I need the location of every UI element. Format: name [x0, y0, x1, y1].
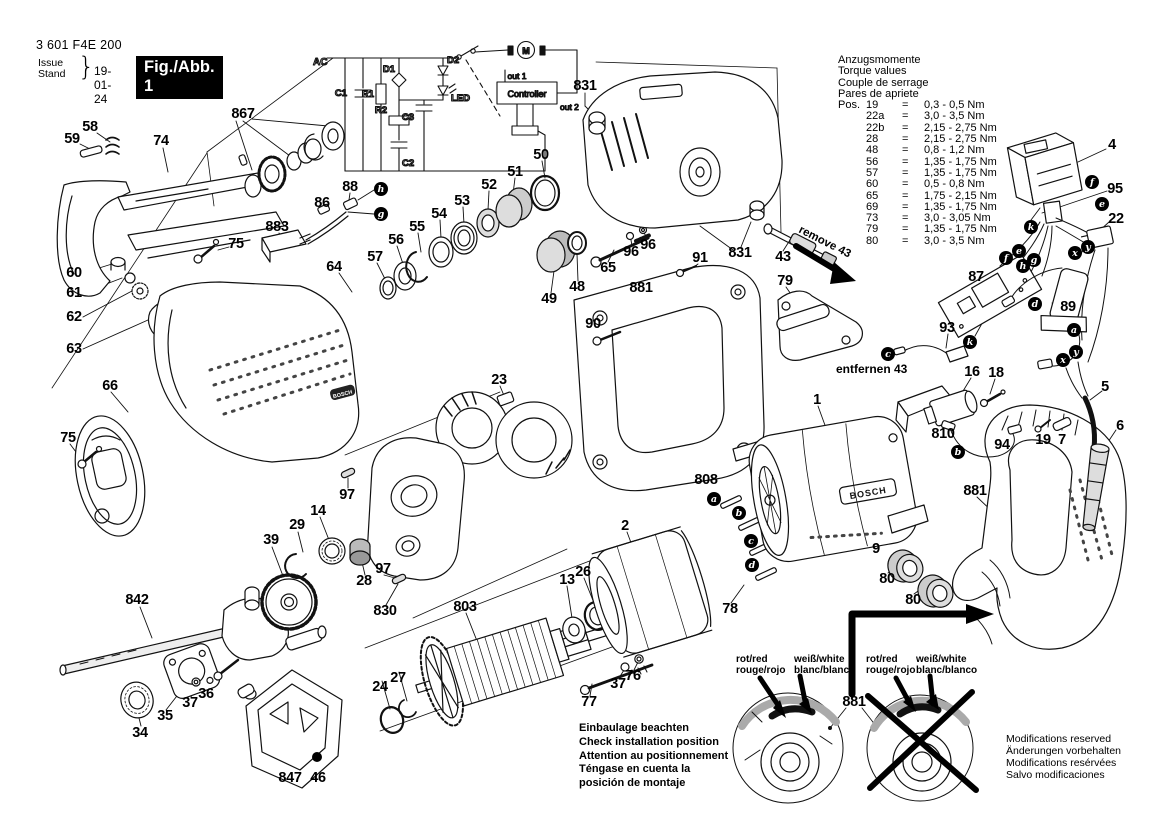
- issue-date: 19-01-24: [94, 64, 112, 106]
- grip-housing-art: BOSCH: [153, 281, 360, 463]
- circuit-controller-label: Controller: [507, 89, 546, 99]
- torque-row: 56=1,35 - 1,75 Nm: [866, 155, 997, 168]
- circuit-ac-label: AC: [313, 57, 327, 68]
- torque-row: 28=2,15 - 2,75 Nm: [866, 133, 997, 146]
- circuit-c3-label: C3: [402, 112, 414, 123]
- cable-883-art: [261, 197, 358, 263]
- circuit-schematic: AC C1 R1 D1 D2 C3 LED R2 C2 out 1 Contro…: [312, 40, 580, 172]
- circuit-c2-label: C2: [402, 158, 414, 169]
- wire-color-label-red: rot/red rouge/rojo: [736, 654, 786, 676]
- torque-row: 69=1,35 - 1,75 Nm: [866, 200, 997, 213]
- shoe-pivot-art: [776, 290, 863, 361]
- torque-row: 48=0,8 - 1,2 Nm: [866, 144, 985, 157]
- rear-handle-art: [951, 404, 1127, 650]
- field-art: [588, 495, 777, 658]
- torque-row: Pos.19=0,3 - 0,5 Nm: [838, 99, 985, 112]
- torque-row: 73=3,0 - 3,05 Nm: [866, 212, 991, 225]
- torque-row: 22a=3,0 - 3,5 Nm: [866, 110, 985, 123]
- torque-row: 79=1,35 - 1,75 Nm: [866, 223, 997, 236]
- torque-title: Anzugsmomente: [838, 54, 921, 66]
- circuit-motor-label: M: [522, 46, 530, 56]
- torque-row: 60=0,5 - 0,8 Nm: [866, 178, 985, 191]
- lower-left-art: [120, 643, 343, 789]
- gear-housing-art: [582, 71, 837, 266]
- note-line: Attention au positionnement: [579, 749, 729, 762]
- inset-correct-art: [732, 673, 844, 804]
- torque-row: 65=1,75 - 2,15 Nm: [866, 189, 997, 202]
- circuit-led-label: LED: [451, 93, 470, 104]
- issue-stand-label: Issue Stand: [38, 57, 66, 80]
- figure-badge: Fig./Abb. 1: [136, 56, 223, 99]
- wire-color-label-red: rot/red rouge/rojo: [866, 654, 916, 676]
- torque-row: 22b=2,15 - 2,75 Nm: [866, 121, 997, 134]
- blade-clamp-art: [435, 391, 573, 479]
- motor-housing-art: BOSCH: [732, 415, 954, 608]
- torque-row: 57=1,35 - 1,75 Nm: [866, 166, 997, 179]
- gear-plate-art: [340, 437, 465, 585]
- crankshaft-art: [59, 537, 346, 676]
- circuit-r2-label: R2: [375, 105, 387, 116]
- note-line: Modifications reserved: [1006, 733, 1112, 745]
- brand-tag-small: BOSCH: [332, 389, 353, 400]
- inset-wrong-art: [865, 673, 979, 802]
- note-line: Einbaulage beachten: [579, 722, 690, 734]
- torque-title: Couple de serrage: [838, 76, 929, 89]
- note-line: Salvo modificaciones: [1006, 769, 1105, 781]
- wire-color-label-white: weiß/white blanc/blanco: [916, 654, 978, 676]
- wire-color-label-white: weiß/white blanc/blanco: [794, 654, 856, 676]
- note-line: Téngase en cuenta la: [579, 763, 691, 776]
- note-line: Check installation position: [579, 735, 719, 748]
- note-line: posición de montaje: [579, 777, 686, 790]
- circuit-r1-label: R1: [362, 89, 375, 100]
- note-line: Modifications resérvées: [1006, 757, 1117, 769]
- circuit-d1-label: D1: [383, 64, 396, 75]
- torque-title: Torque values: [838, 65, 907, 78]
- oval-cover-art: [74, 415, 146, 537]
- circuit-c1-label: C1: [335, 88, 348, 99]
- title-block: 3 601 F4E 200 Issue Stand } 19-01-24 Fig…: [36, 38, 223, 106]
- model-number: 3 601 F4E 200: [36, 38, 122, 52]
- brace-glyph: }: [78, 52, 95, 82]
- bearing-stack-867-art: [238, 121, 345, 198]
- note-line: Änderungen vorbehalten: [1006, 745, 1122, 757]
- front-housing-art: [573, 264, 765, 492]
- armature-art: [379, 601, 654, 734]
- circuit-out1-label: out 1: [508, 71, 527, 81]
- torque-title: Pares de apriete: [838, 87, 919, 100]
- circuit-d2-label: D2: [447, 55, 459, 66]
- torque-row: 80=3,0 - 3,5 Nm: [866, 234, 985, 247]
- circuit-out2-label: out 2: [560, 102, 579, 112]
- ring-stack-art: [379, 174, 652, 300]
- entfernen-43-note: entfernen 43: [836, 362, 908, 376]
